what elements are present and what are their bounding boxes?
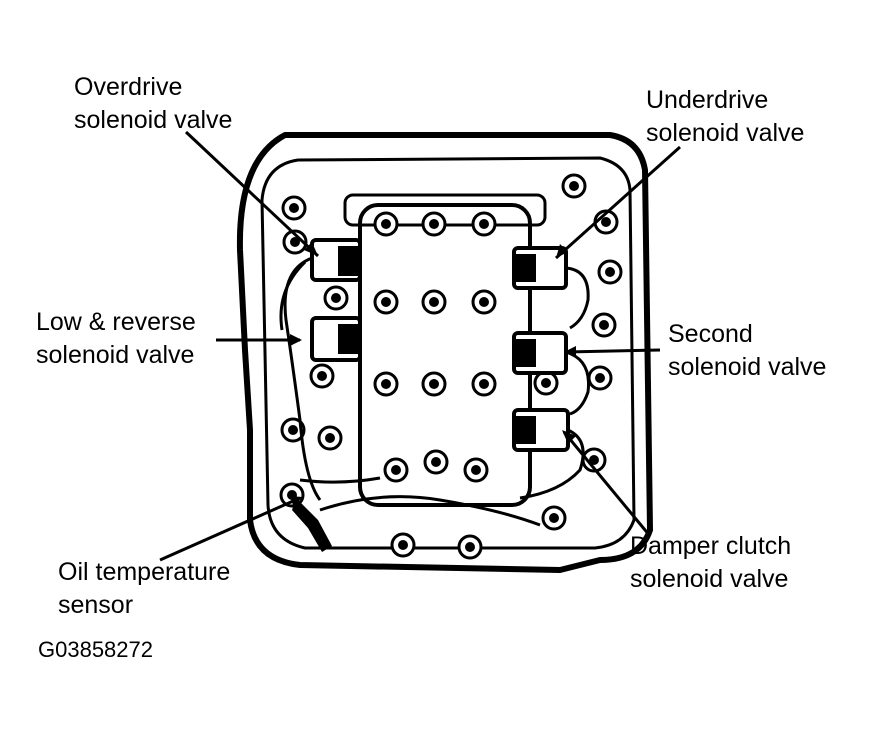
leader-arrowheads <box>290 242 576 508</box>
leader-lines <box>159 130 682 562</box>
label-low-reverse-line2: solenoid valve <box>36 341 195 369</box>
underdrive-solenoid <box>512 246 568 290</box>
damper-solenoid <box>512 408 570 452</box>
housing-inner-outline <box>260 156 636 550</box>
oil-temperature-sensor <box>292 498 332 552</box>
label-low-reverse-line1: Low & reverse <box>36 308 196 336</box>
overdrive-solenoid <box>310 238 362 282</box>
low-reverse-solenoid <box>310 316 362 362</box>
label-oil-temperature-line2: sensor <box>58 591 134 619</box>
label-second: Second solenoid valve <box>668 318 826 384</box>
label-second-line2: solenoid valve <box>668 353 827 381</box>
figure-code: G03858272 <box>38 637 153 662</box>
label-underdrive-line1: Underdrive <box>646 86 769 114</box>
label-damper: Damper clutch solenoid valve <box>630 530 791 596</box>
label-low-reverse: Low & reverse solenoid valve <box>36 306 196 372</box>
label-oil-temperature: Oil temperature sensor <box>58 556 230 622</box>
label-underdrive: Underdrive solenoid valve <box>646 84 804 150</box>
second-solenoid <box>512 331 568 375</box>
label-damper-line1: Damper clutch <box>630 532 792 560</box>
label-second-line1: Second <box>668 320 753 348</box>
wiring-harness <box>279 256 591 527</box>
label-damper-line2: solenoid valve <box>630 565 789 593</box>
label-underdrive-line2: solenoid valve <box>646 119 805 147</box>
label-oil-temperature-line1: Oil temperature <box>58 558 231 586</box>
label-overdrive-line2: solenoid valve <box>74 106 233 134</box>
label-overdrive-line1: Overdrive <box>74 73 183 101</box>
label-overdrive: Overdrive solenoid valve <box>74 71 232 137</box>
